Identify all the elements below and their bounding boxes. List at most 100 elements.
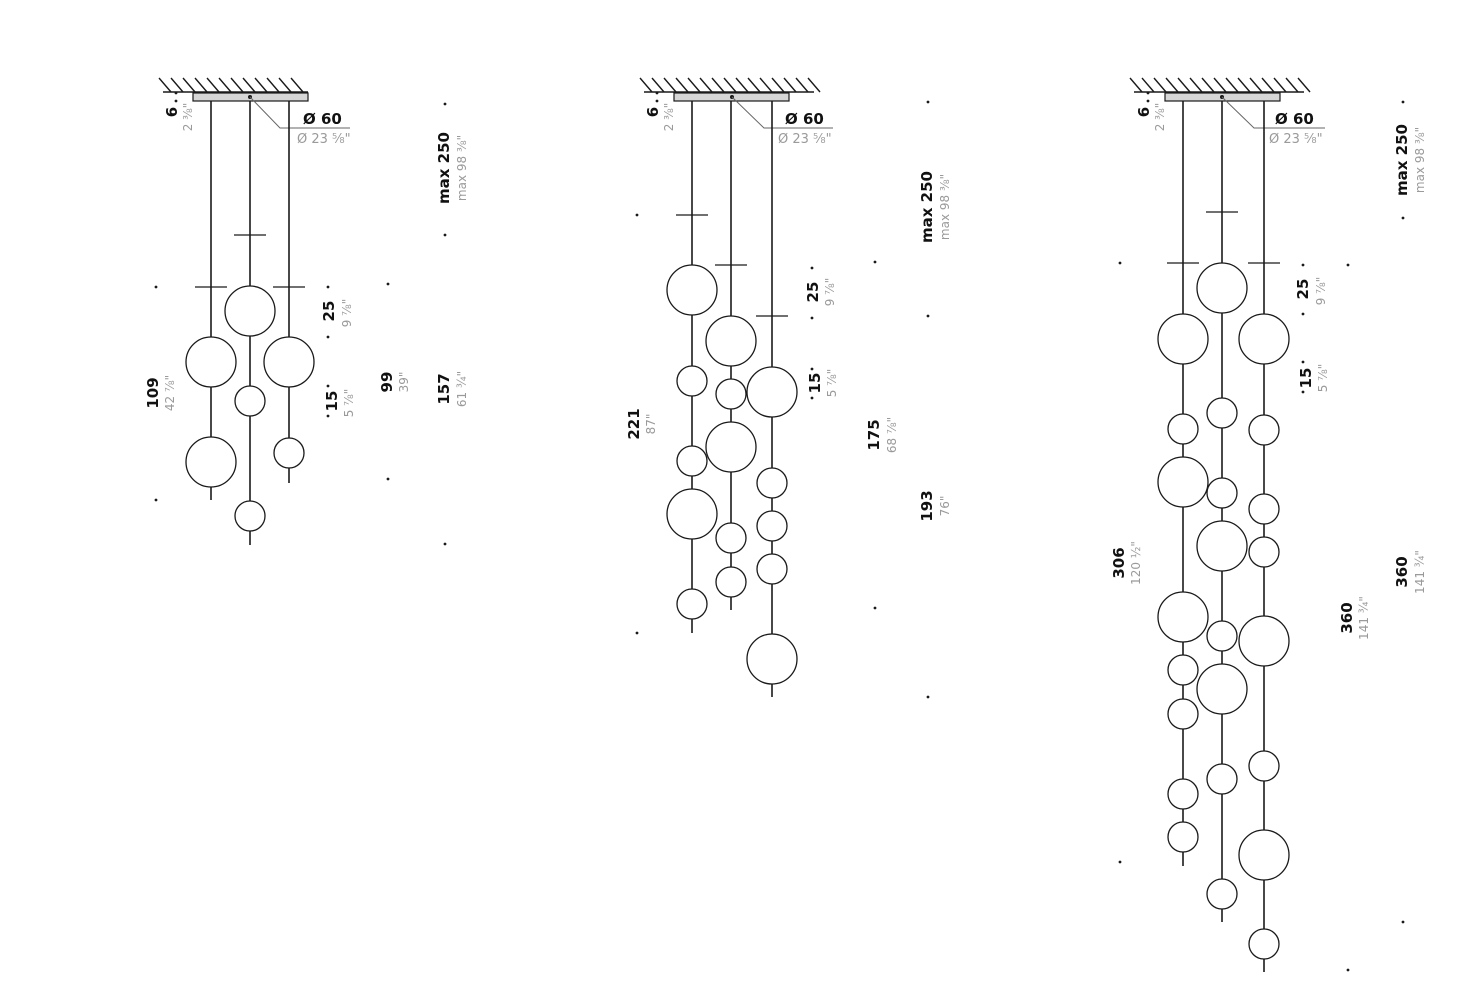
ceiling-hatch-stroke xyxy=(1129,77,1143,93)
globe-small xyxy=(715,378,747,410)
ceiling-hatch-stroke xyxy=(230,77,244,93)
large-globe-inch-label: 9 ⅞" xyxy=(823,278,837,307)
globe-small xyxy=(1248,414,1280,446)
globe-large xyxy=(1196,262,1248,314)
ceiling-hatch-stroke xyxy=(639,77,653,93)
large-globe-inch-label: 9 ⅞" xyxy=(340,299,354,328)
ceiling-hatch-stroke xyxy=(182,77,196,93)
max-cable-label: max 250 xyxy=(1393,124,1411,196)
overall-height-1-inch-label: 39" xyxy=(397,372,411,393)
small-globe-inch-label: 5 ⅞" xyxy=(825,369,839,398)
globe-small xyxy=(676,445,708,477)
diameter-leader xyxy=(249,96,350,129)
ceiling-hatch-stroke xyxy=(1237,77,1251,93)
canopy-height-inch-label: 2 ⅜" xyxy=(1153,103,1167,132)
max-cable-label: max 250 xyxy=(435,132,453,204)
globe-large xyxy=(263,336,315,388)
max-cable-inch-label: max 98 ⅜" xyxy=(938,174,952,240)
ceiling-hatch xyxy=(158,77,308,93)
overall-height-2-inch-label: 76" xyxy=(938,496,952,517)
ceiling-hatch-stroke xyxy=(651,77,665,93)
canopy-diameter-inch-label: Ø 23 ⅝" xyxy=(297,132,351,147)
overall-height-2-label: 193 xyxy=(918,490,936,521)
dimension-ticks xyxy=(1118,91,1405,972)
globe-small xyxy=(1167,778,1199,810)
ceiling-hatch-stroke xyxy=(158,77,172,93)
globe-small xyxy=(715,522,747,554)
diameter-leader xyxy=(1221,96,1325,129)
large-globe-label: 25 xyxy=(1294,279,1312,300)
globe-large xyxy=(1157,456,1209,508)
ceiling-hatch-stroke xyxy=(1225,77,1239,93)
ceiling-hatch-stroke xyxy=(1189,77,1203,93)
cluster-height-inch-label: 42 ⅞" xyxy=(163,375,177,411)
ceiling-hatch-stroke xyxy=(1201,77,1215,93)
globe-large xyxy=(1238,615,1290,667)
globe-small xyxy=(1167,698,1199,730)
ceiling-hatch-stroke xyxy=(1177,77,1191,93)
ceiling-hatch-stroke xyxy=(723,77,737,93)
max-cable-inch-label: max 98 ⅜" xyxy=(1413,127,1427,193)
globe-small xyxy=(234,385,266,417)
cluster-height-label: 306 xyxy=(1110,547,1128,578)
globe-small xyxy=(1206,763,1238,795)
cluster-height-label: 221 xyxy=(625,408,643,439)
max-cable-inch-label: max 98 ⅜" xyxy=(455,135,469,201)
globe-large xyxy=(705,315,757,367)
cluster-height-inch-label: 120 ½" xyxy=(1129,541,1143,585)
small-globe-label: 15 xyxy=(323,391,341,412)
small-globe-inch-label: 5 ⅞" xyxy=(1316,364,1330,393)
overall-height-1-label: 360 xyxy=(1338,602,1356,633)
canopy-height-inch-label: 2 ⅜" xyxy=(662,103,676,132)
globe-small xyxy=(1167,821,1199,853)
ceiling-hatch-stroke xyxy=(795,77,809,93)
overall-height-1-label: 175 xyxy=(865,419,883,450)
canopy-height-label: 6 xyxy=(644,107,662,117)
globe-large xyxy=(1238,829,1290,881)
globe-small xyxy=(676,588,708,620)
ceiling-hatch-stroke xyxy=(783,77,797,93)
overall-height-2-inch-label: 61 ¾" xyxy=(455,371,469,407)
canopy-diameter-label: Ø 60 xyxy=(303,110,342,128)
cluster-height-label: 109 xyxy=(144,377,162,408)
ceiling-hatch-stroke xyxy=(218,77,232,93)
globe-small xyxy=(234,500,266,532)
dimension-ticks xyxy=(154,91,447,546)
canopy-diameter-label: Ø 60 xyxy=(785,110,824,128)
ceiling-hatch-stroke xyxy=(711,77,725,93)
small-globe-inch-label: 5 ⅞" xyxy=(342,389,356,418)
ceiling-hatch-stroke xyxy=(1213,77,1227,93)
globe-large xyxy=(666,264,718,316)
fixture-3: Ø 60 Ø 23 ⅝" xyxy=(1110,77,1427,972)
ceiling-hatch-stroke xyxy=(194,77,208,93)
globe-small xyxy=(273,437,305,469)
canopy-height-label: 6 xyxy=(1135,107,1153,117)
large-globe-label: 25 xyxy=(804,282,822,303)
ceiling-hatch-stroke xyxy=(663,77,677,93)
globe-small xyxy=(1206,620,1238,652)
globe-small xyxy=(1206,477,1238,509)
small-globe-label: 15 xyxy=(1297,368,1315,389)
globe-large xyxy=(185,336,237,388)
ceiling-hatch-stroke xyxy=(687,77,701,93)
ceiling-hatch-stroke xyxy=(699,77,713,93)
ceiling-hatch-stroke xyxy=(206,77,220,93)
overall-height-1-label: 99 xyxy=(378,372,396,393)
cluster-height-inch-label: 87" xyxy=(644,414,658,435)
ceiling-hatch-stroke xyxy=(278,77,292,93)
overall-height-1-inch-label: 68 ⅞" xyxy=(885,417,899,453)
ceiling-hatch-stroke xyxy=(1273,77,1287,93)
globe-small xyxy=(715,566,747,598)
ceiling-hatch-stroke xyxy=(1285,77,1299,93)
globe-large xyxy=(666,488,718,540)
ceiling-hatch-stroke xyxy=(1165,77,1179,93)
globe-large xyxy=(705,421,757,473)
fixture-1: Ø 60 Ø 23 ⅝" 6 2 ⅜" max 250 max 98 ⅜" xyxy=(144,77,469,546)
globe-large xyxy=(185,436,237,488)
ceiling-hatch-stroke xyxy=(266,77,280,93)
ceiling-hatch-stroke xyxy=(1153,77,1167,93)
ceiling-hatch-stroke xyxy=(1249,77,1263,93)
globe-small xyxy=(756,510,788,542)
globe-small xyxy=(1167,413,1199,445)
